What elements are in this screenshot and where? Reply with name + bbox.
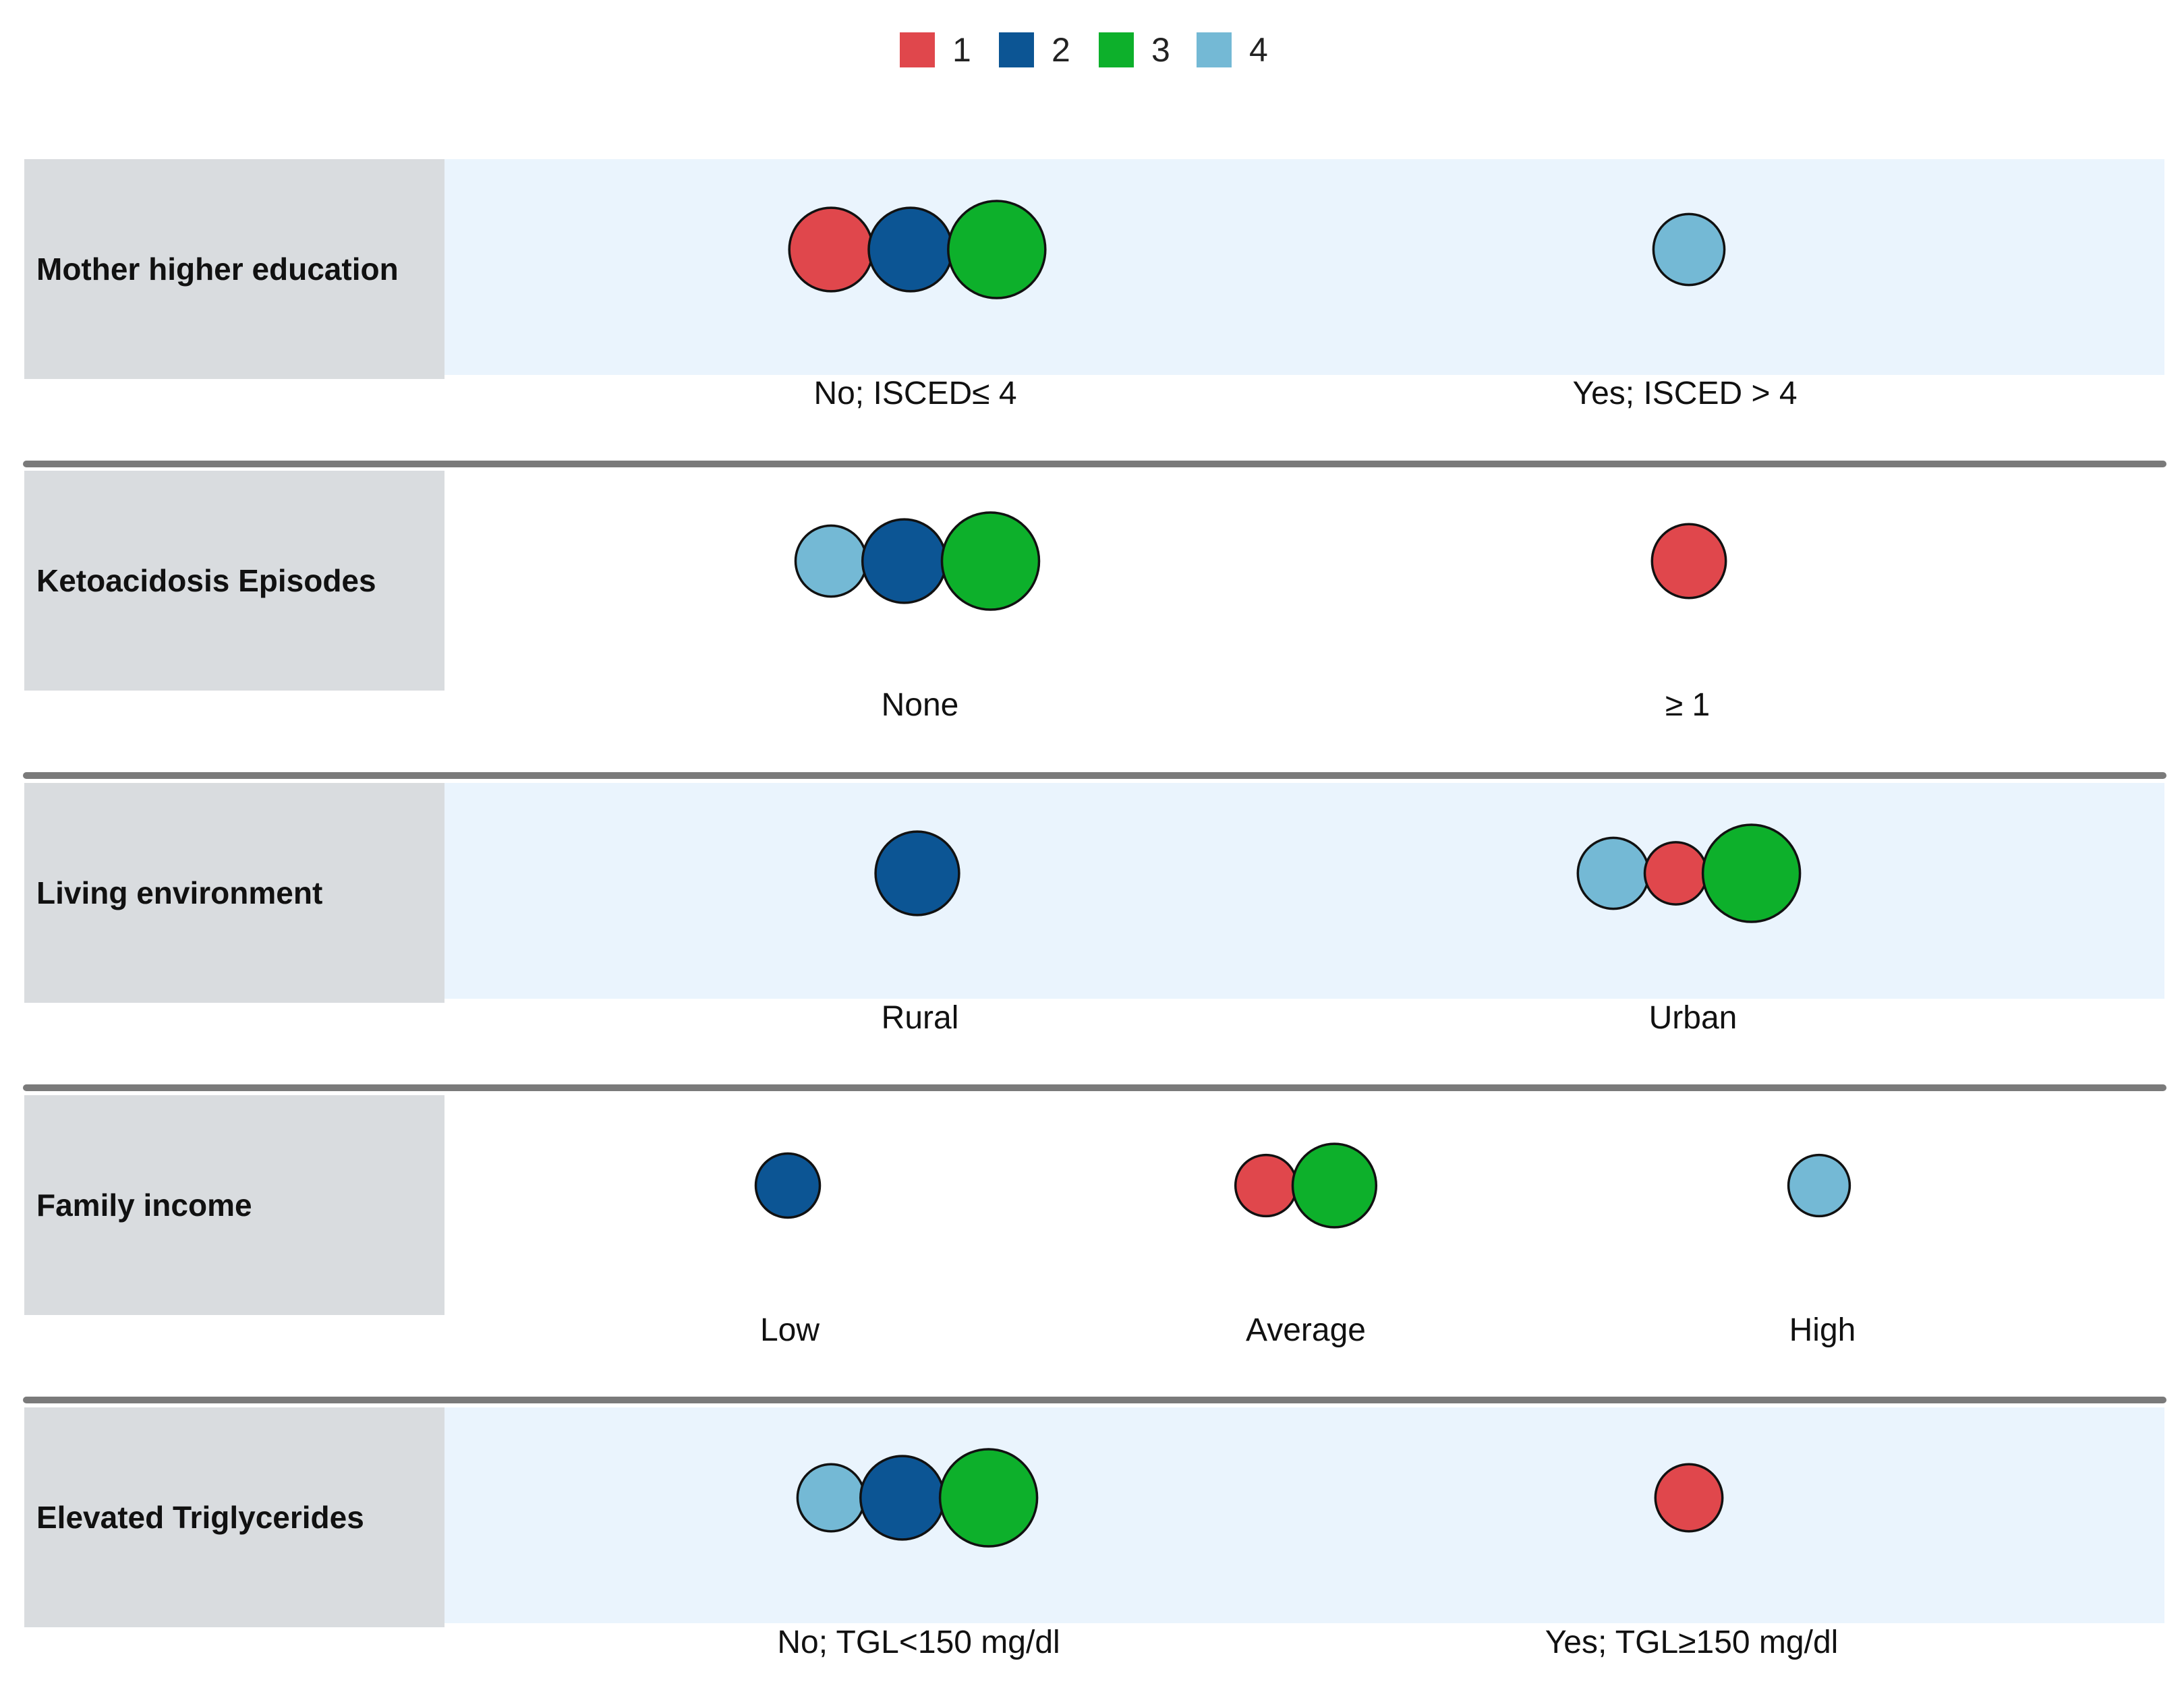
row-separator-3 (23, 1397, 2166, 1403)
legend-item-1: 1 (900, 30, 971, 70)
row-label-box-2: Living environment (24, 783, 444, 1003)
legend-item-4: 4 (1197, 30, 1268, 70)
bubble-row4-cat0-cluster4 (796, 1463, 866, 1533)
row-separator-2 (23, 1084, 2166, 1091)
bubble-row1-cat0-cluster3 (940, 511, 1041, 611)
row-separator-1 (23, 772, 2166, 779)
category-label-0-1: Yes; ISCED > 4 (1572, 376, 1798, 411)
legend-label-3: 3 (1151, 31, 1170, 69)
category-label-3-2: High (1789, 1312, 1856, 1348)
legend-label-1: 1 (952, 31, 971, 69)
bubble-row3-cat1-cluster3 (1291, 1142, 1378, 1229)
bubble-row0-cat0-cluster3 (947, 200, 1047, 299)
legend-label-4: 4 (1249, 31, 1268, 69)
row-label-box-1: Ketoacidosis Episodes (24, 471, 444, 691)
category-label-4-1: Yes; TGL≥150 mg/dl (1545, 1625, 1839, 1660)
legend-swatch-2 (999, 32, 1034, 67)
row-band-1 (444, 471, 2164, 687)
row-band-4 (444, 1407, 2164, 1623)
legend-item-3: 3 (1099, 30, 1170, 70)
legend-item-2: 2 (999, 30, 1070, 70)
bubble-row0-cat1-cluster4 (1652, 212, 1726, 287)
bubble-row0-cat0-cluster1 (788, 206, 874, 293)
bubble-row2-cat1-cluster1 (1643, 841, 1708, 906)
bubble-row4-cat1-cluster1 (1654, 1463, 1724, 1533)
bubble-row3-cat2-cluster4 (1787, 1153, 1851, 1218)
bubble-row3-cat1-cluster1 (1234, 1153, 1298, 1218)
bubble-row2-cat1-cluster4 (1576, 836, 1650, 910)
category-label-0-0: No; ISCED≤ 4 (813, 376, 1017, 411)
bubble-row0-cat0-cluster2 (867, 206, 954, 293)
category-label-2-1: Urban (1648, 1000, 1737, 1036)
category-label-1-0: None (881, 687, 959, 723)
legend-swatch-1 (900, 32, 935, 67)
row-band-2 (444, 783, 2164, 999)
category-label-1-1: ≥ 1 (1665, 687, 1711, 723)
category-label-3-1: Average (1246, 1312, 1366, 1348)
category-label-3-0: Low (759, 1312, 820, 1348)
row-label-1: Ketoacidosis Episodes (36, 563, 376, 598)
bubble-row1-cat0-cluster4 (794, 524, 868, 598)
bubble-row4-cat0-cluster2 (859, 1455, 946, 1541)
row-label-2: Living environment (36, 875, 323, 910)
bubble-row1-cat0-cluster2 (861, 518, 948, 604)
row-separator-0 (23, 461, 2166, 467)
bubble-row3-cat0-cluster2 (754, 1152, 822, 1219)
category-label-2-0: Rural (881, 1000, 959, 1036)
bubble-row2-cat1-cluster3 (1701, 823, 1802, 923)
legend-swatch-3 (1099, 32, 1134, 67)
legend-swatch-4 (1197, 32, 1232, 67)
row-label-box-4: Elevated Triglycerides (24, 1407, 444, 1627)
row-label-box-0: Mother higher education (24, 159, 444, 379)
legend: 1 2 3 4 (0, 0, 2184, 101)
row-label-4: Elevated Triglycerides (36, 1500, 364, 1535)
bubble-row4-cat0-cluster3 (938, 1448, 1039, 1548)
row-label-0: Mother higher education (36, 252, 399, 287)
bubble-row1-cat1-cluster1 (1650, 523, 1727, 600)
bubble-row2-cat0-cluster2 (874, 830, 960, 916)
row-label-box-3: Family income (24, 1095, 444, 1315)
category-label-4-0: No; TGL<150 mg/dl (777, 1625, 1060, 1660)
row-band-0 (444, 159, 2164, 375)
row-label-3: Family income (36, 1188, 252, 1223)
legend-label-2: 2 (1052, 31, 1070, 69)
